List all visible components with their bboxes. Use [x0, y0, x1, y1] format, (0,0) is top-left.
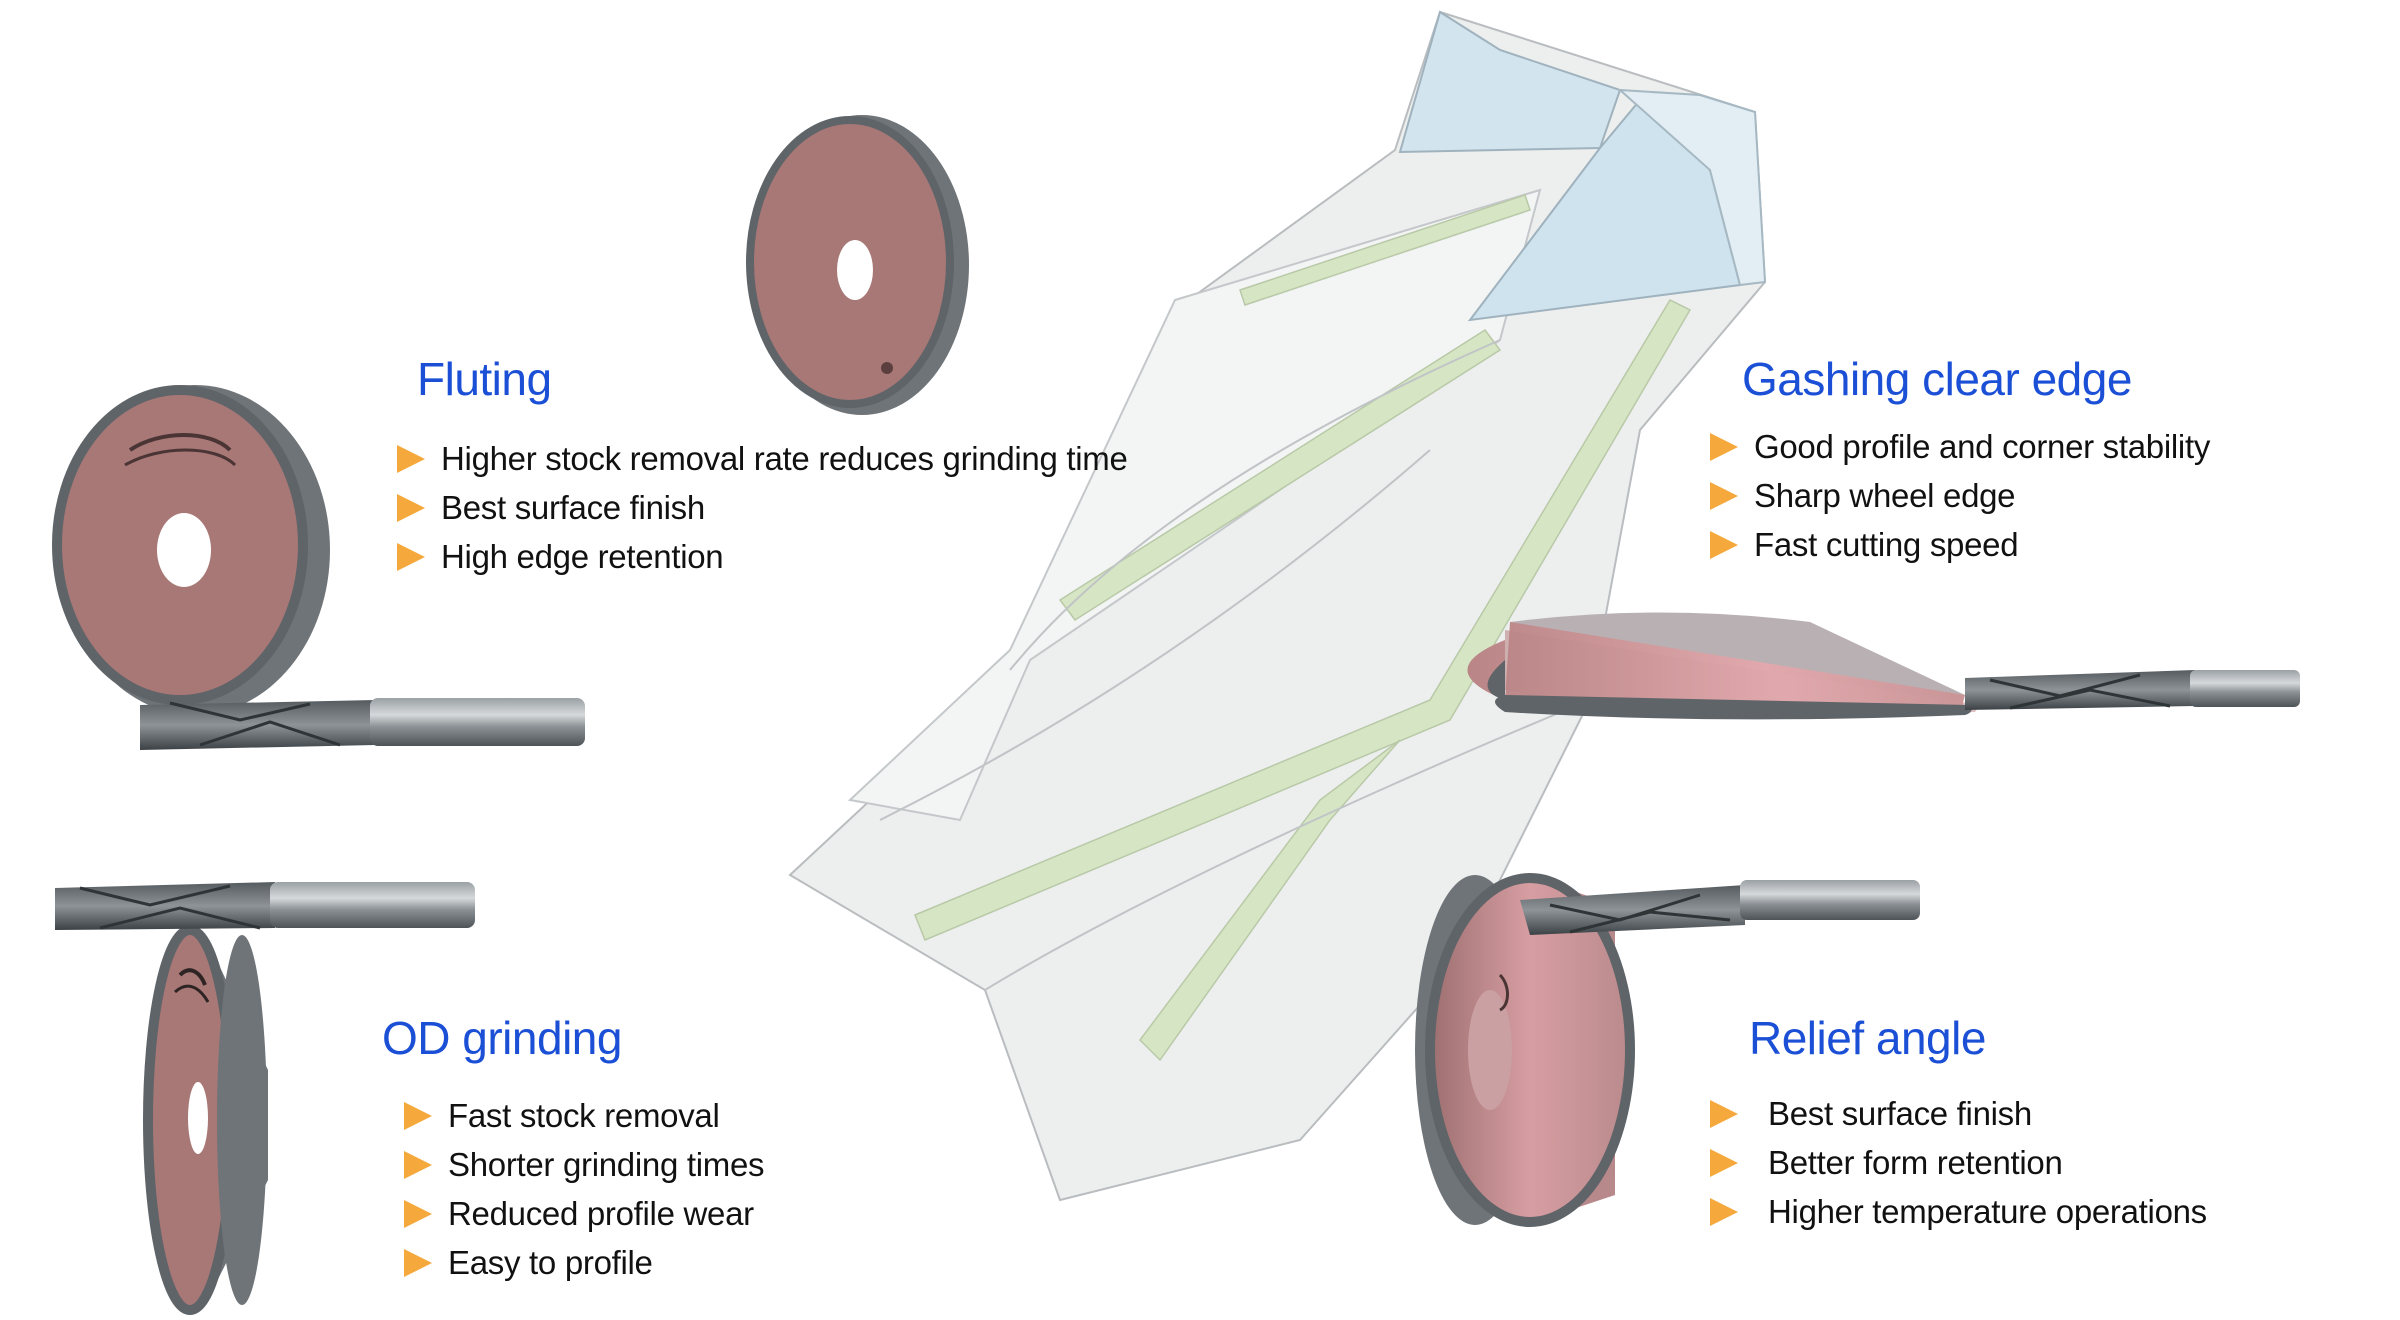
relief-cup-wheel — [1415, 873, 1635, 1227]
orange-triangle-bullet-icon — [397, 494, 425, 522]
list-item: Good profile and corner stability — [1710, 422, 2210, 471]
fluting-drill — [140, 698, 585, 750]
relief-benefits-list: Best surface finish Better form retentio… — [1710, 1089, 2207, 1236]
orange-triangle-bullet-icon — [1710, 482, 1738, 510]
orange-triangle-bullet-icon — [1710, 433, 1738, 461]
orange-triangle-bullet-icon — [404, 1102, 432, 1130]
orange-triangle-bullet-icon — [1710, 531, 1738, 559]
fluting-heading: Fluting — [417, 353, 552, 405]
list-item: Better form retention — [1710, 1138, 2207, 1187]
relief-heading: Relief angle — [1749, 1012, 1986, 1064]
od-grinding-drill — [55, 882, 475, 930]
gashing-section: Gashing clear edge Good profile and corn… — [1710, 353, 2210, 569]
list-item: Best surface finish — [397, 483, 1128, 532]
list-item: Reduced profile wear — [404, 1189, 764, 1238]
list-item: High edge retention — [397, 532, 1128, 581]
od-grinding-wheel — [143, 925, 268, 1315]
fluting-benefits-list: Higher stock removal rate reduces grindi… — [397, 434, 1128, 581]
gashing-heading: Gashing clear edge — [1742, 353, 2132, 405]
relief-section: Relief angle Best surface finish Better … — [1710, 1012, 2207, 1236]
gashing-benefits-list: Good profile and corner stability Sharp … — [1710, 422, 2210, 569]
grinding-wheel-top — [746, 115, 969, 415]
fluting-section: Fluting Higher stock removal rate reduce… — [397, 353, 1128, 581]
orange-triangle-bullet-icon — [1710, 1198, 1738, 1226]
orange-triangle-bullet-icon — [1710, 1100, 1738, 1128]
orange-triangle-bullet-icon — [1710, 1149, 1738, 1177]
list-item: Fast stock removal — [404, 1091, 764, 1140]
orange-triangle-bullet-icon — [404, 1200, 432, 1228]
orange-triangle-bullet-icon — [397, 445, 425, 473]
gashing-drill — [1965, 670, 2300, 710]
list-item: Easy to profile — [404, 1238, 764, 1287]
orange-triangle-bullet-icon — [397, 543, 425, 571]
orange-triangle-bullet-icon — [404, 1249, 432, 1277]
end-mill-illustration — [788, 10, 1767, 1202]
od-grinding-benefits-list: Fast stock removal Shorter grinding time… — [404, 1091, 765, 1287]
list-item: Higher temperature operations — [1710, 1187, 2207, 1236]
orange-triangle-bullet-icon — [404, 1151, 432, 1179]
list-item: Higher stock removal rate reduces grindi… — [397, 434, 1128, 483]
list-item: Sharp wheel edge — [1710, 471, 2210, 520]
fluting-wheel — [52, 385, 330, 715]
list-item: Best surface finish — [1710, 1089, 2207, 1138]
relief-drill — [1520, 880, 1920, 935]
list-item: Fast cutting speed — [1710, 520, 2210, 569]
od-grinding-heading: OD grinding — [382, 1012, 622, 1064]
od-grinding-section: OD grinding Fast stock removal Shorter g… — [382, 1012, 765, 1287]
gashing-wheel — [1467, 612, 1980, 720]
list-item: Shorter grinding times — [404, 1140, 765, 1189]
